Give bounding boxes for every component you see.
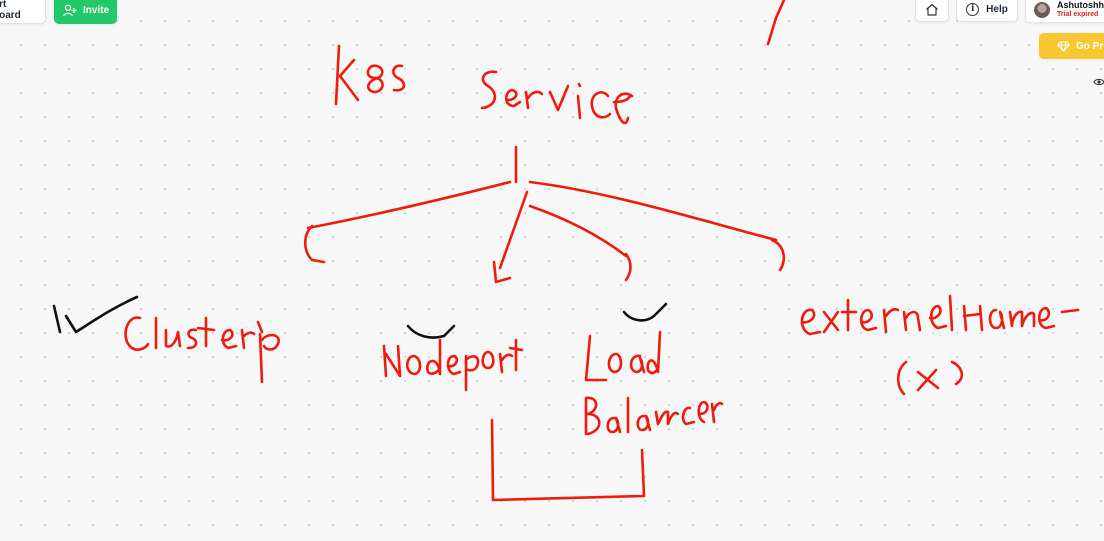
checkmark-loadbalancer (622, 302, 668, 322)
export-board-label: ort board (0, 0, 21, 21)
handwriting-balancer (584, 396, 724, 436)
add-user-icon (63, 4, 77, 16)
checkmark-clusterip (52, 295, 139, 334)
stray-stroke (766, 0, 786, 46)
export-board-button[interactable]: ort board (0, 0, 46, 24)
home-button[interactable] (915, 0, 949, 22)
arrow-nodeport (492, 260, 512, 284)
branch-clusterip (306, 180, 512, 230)
connector-nodeport-loadbalancer (490, 418, 646, 502)
bracket-externalname (770, 238, 786, 272)
info-icon: i (966, 2, 980, 16)
help-button[interactable]: i Help (956, 0, 1018, 22)
eye-icon[interactable] (1093, 76, 1104, 88)
go-pro-button[interactable]: Go Pr (1039, 33, 1104, 59)
handwriting-service (480, 70, 634, 125)
handwriting-nodeport (382, 338, 524, 392)
user-menu[interactable]: Ashutoshh Trial expired (1025, 0, 1104, 23)
avatar (1034, 1, 1050, 18)
go-pro-label: Go Pr (1076, 40, 1104, 52)
diamond-icon (1057, 41, 1070, 52)
invite-button[interactable]: Invite (54, 0, 117, 24)
handwriting-k8s (334, 44, 406, 106)
bracket-loadbalancer (624, 252, 632, 282)
branch-nodeport (498, 190, 529, 270)
handwriting-load (584, 330, 662, 382)
handwriting-externalname (800, 294, 1080, 336)
branch-externalname (528, 180, 778, 242)
handwriting-x-mark (896, 360, 964, 396)
checkmark-nodeport (406, 324, 456, 339)
bracket-clusterip (303, 224, 326, 264)
home-icon (926, 3, 938, 16)
help-label: Help (986, 3, 1008, 15)
branch-loadbalancer (528, 204, 628, 258)
user-name: Ashutoshh (1057, 0, 1104, 10)
invite-label: Invite (83, 4, 110, 16)
handwriting-clusterip (124, 316, 280, 384)
trial-status: Trial expired (1057, 10, 1099, 18)
